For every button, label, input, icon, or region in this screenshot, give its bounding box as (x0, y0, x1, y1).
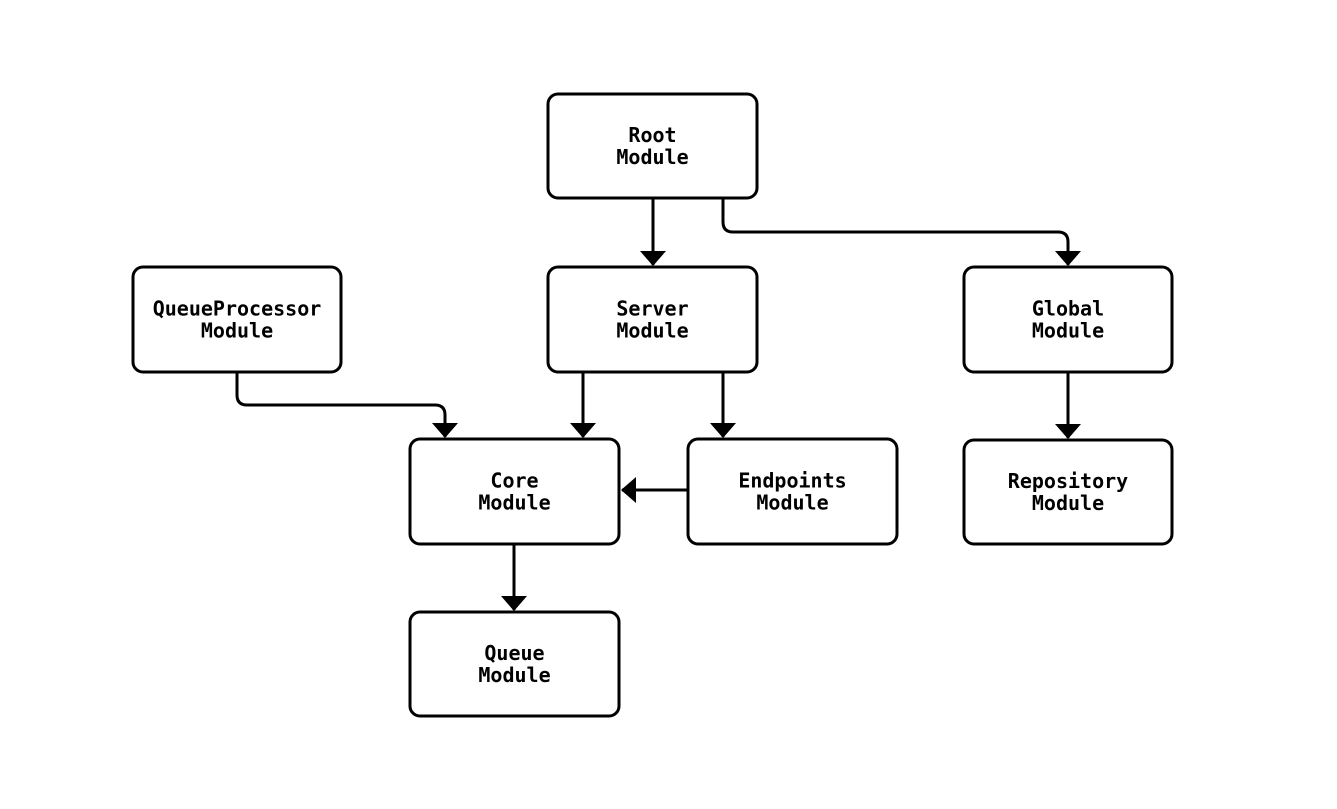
node-repository-module: Repository Module (962, 438, 1174, 546)
node-endpoints-box (686, 437, 899, 546)
edges (235, 198, 1081, 611)
node-queueprocessor-module: QueueProcessor Module (131, 265, 343, 374)
node-global-box (962, 265, 1174, 374)
node-core-label-line2: Module (478, 491, 550, 515)
node-endpoints-label-line2: Module (756, 491, 828, 515)
edge-queueprocessor-to-core (235, 372, 458, 438)
node-queueprocessor-box (131, 265, 343, 374)
node-root-label-line2: Module (616, 145, 688, 169)
node-queue-label-line1: Queue (484, 641, 544, 665)
node-root-module: Root Module (546, 92, 759, 200)
node-queueprocessor-label-line1: QueueProcessor (153, 297, 322, 321)
node-global-label-line1: Global (1032, 297, 1104, 321)
node-core-box (408, 437, 621, 546)
node-repository-label-line1: Repository (1008, 469, 1128, 493)
node-repository-box (962, 438, 1174, 546)
node-core-label-line1: Core (490, 469, 538, 493)
node-queue-label-line2: Module (478, 663, 550, 687)
node-root-box (546, 92, 759, 200)
node-server-label-line1: Server (616, 297, 688, 321)
node-server-label-line2: Module (616, 319, 688, 343)
node-global-module: Global Module (962, 265, 1174, 374)
node-core-module: Core Module (408, 437, 621, 546)
node-server-module: Server Module (546, 265, 759, 374)
node-repository-label-line2: Module (1032, 491, 1104, 515)
node-endpoints-label-line1: Endpoints (738, 469, 846, 493)
edge-root-to-global (721, 198, 1081, 266)
node-queue-box (408, 610, 621, 718)
node-endpoints-module: Endpoints Module (686, 437, 899, 546)
node-server-box (546, 265, 759, 374)
node-root-label-line1: Root (628, 123, 676, 147)
node-queueprocessor-label-line2: Module (201, 319, 273, 343)
node-global-label-line2: Module (1032, 319, 1104, 343)
node-queue-module: Queue Module (408, 610, 621, 718)
